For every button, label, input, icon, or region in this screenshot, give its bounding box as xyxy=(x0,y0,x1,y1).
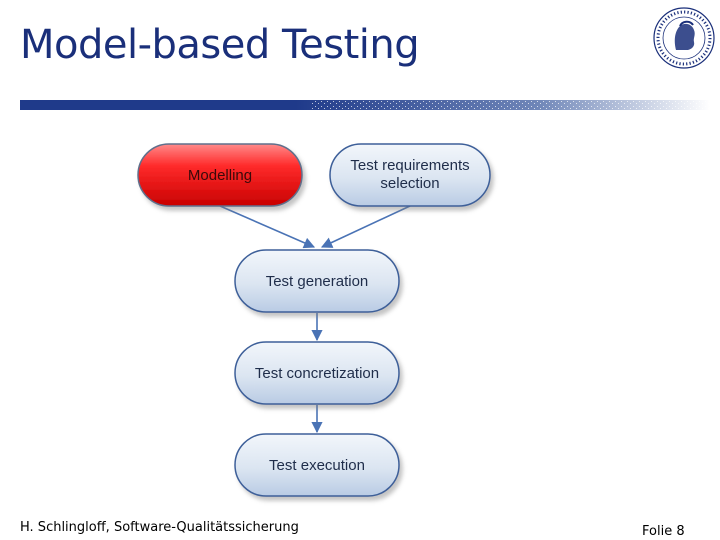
node-label: selection xyxy=(380,175,439,192)
node-label: Modelling xyxy=(188,167,252,184)
edge-requirements-to-test-generation xyxy=(320,205,411,248)
node-label: Test concretization xyxy=(255,365,379,382)
node-label: Test requirements xyxy=(350,157,469,174)
node-test-concretization: Test concretization xyxy=(234,341,400,405)
node-label: Test execution xyxy=(269,457,365,474)
university-seal-logo xyxy=(653,7,715,69)
node-modelling: Modelling xyxy=(137,143,303,207)
footer-slide-number: Folie 8 xyxy=(642,524,685,539)
slide-title: Model-based Testing xyxy=(20,22,420,68)
edge-modelling-to-test-generation xyxy=(219,205,316,249)
footer-author-course: H. Schlingloff, Software-Qualitätssicher… xyxy=(20,520,299,535)
node-label: Test generation xyxy=(266,273,369,290)
node-test-execution: Test execution xyxy=(234,433,400,497)
node-test-requirements-selection: Test requirements selection xyxy=(329,143,491,207)
node-test-generation: Test generation xyxy=(234,249,400,313)
header-bar xyxy=(20,100,710,110)
